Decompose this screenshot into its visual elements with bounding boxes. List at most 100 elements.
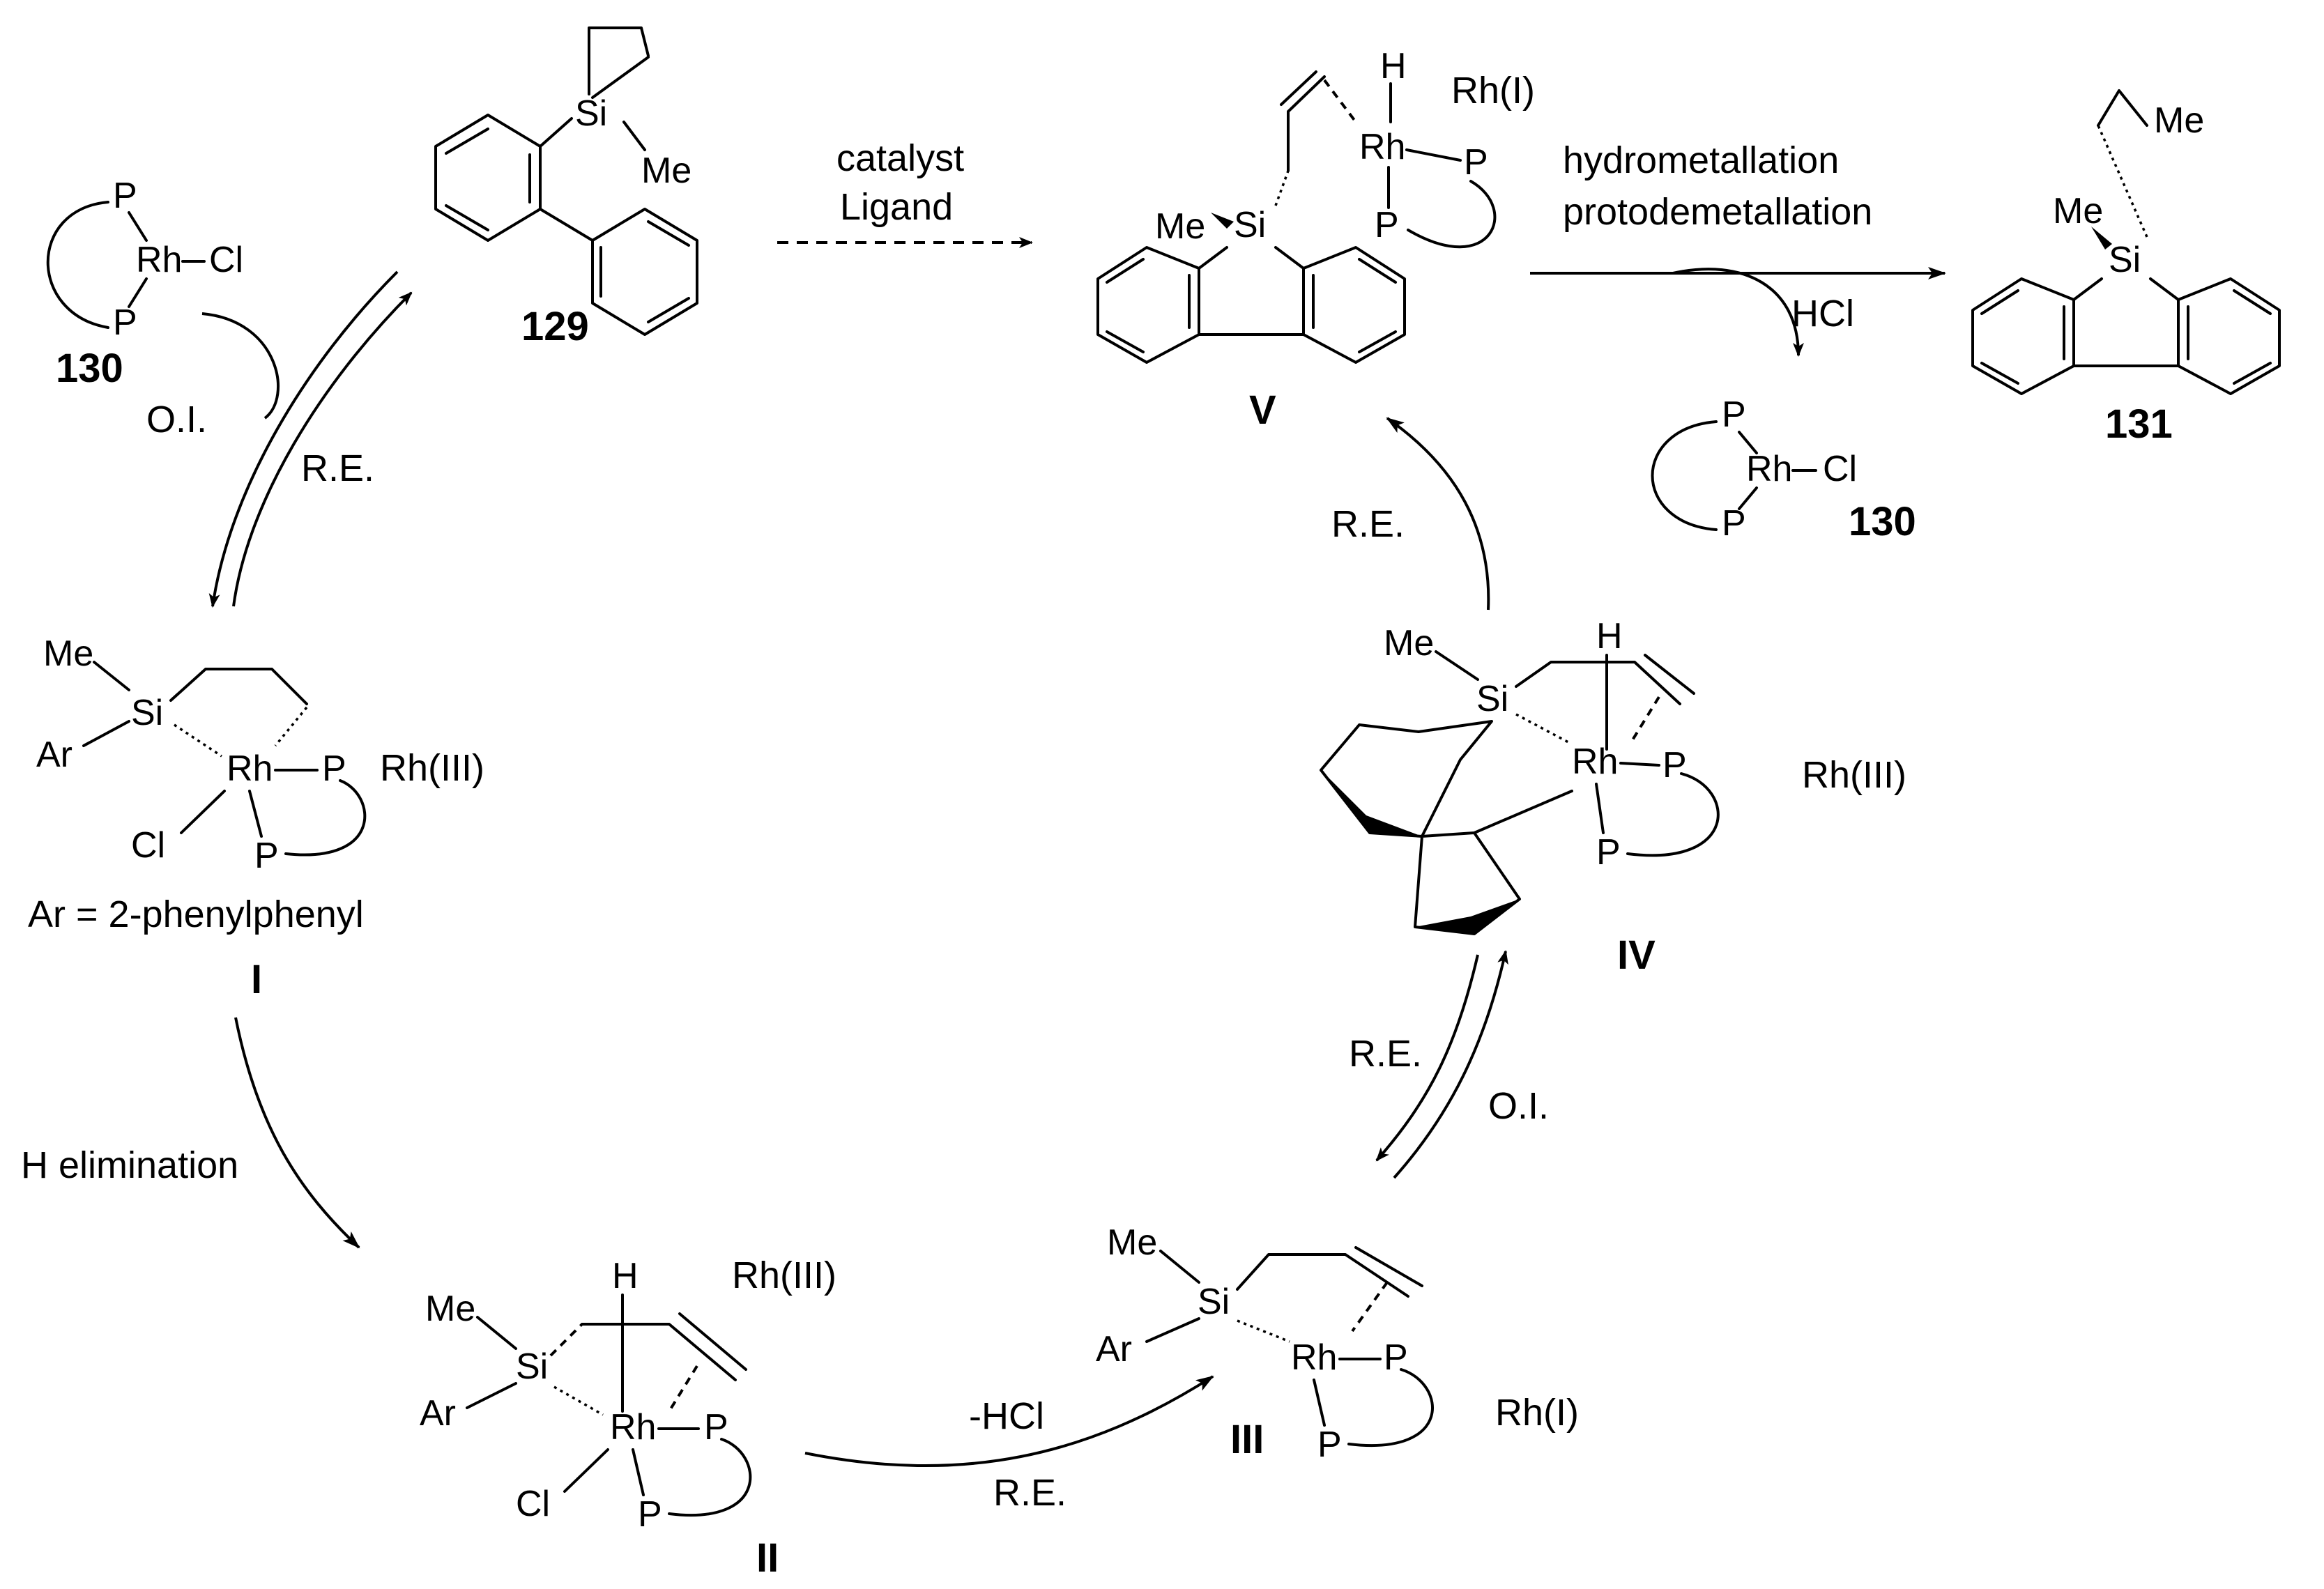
label-re: R.E.: [993, 1472, 1067, 1514]
atom-p: P: [1317, 1425, 1342, 1465]
upper-aryl-ring: [1320, 720, 1493, 838]
label-hydrometallation: hydrometallation: [1563, 139, 1839, 181]
bonds: [1738, 431, 1817, 510]
ligand-backbone: [46, 201, 109, 329]
oxidation-state: Rh(I): [1451, 70, 1535, 112]
bonds: [128, 211, 206, 308]
si-me-bond: [1435, 650, 1479, 681]
arrow-IV-to-V: R.E.: [1331, 417, 1490, 611]
atom-h: H: [1596, 616, 1623, 657]
compound-number: V: [1249, 387, 1276, 433]
label-catalyst: catalyst: [836, 137, 964, 179]
benzene-inner: [445, 128, 531, 231]
ligand-backbone: [284, 779, 367, 857]
atom-me: Me: [425, 1289, 475, 1329]
allyl-chain: [581, 1312, 747, 1381]
si-ch2-dashed: [549, 1323, 583, 1357]
upper-ring-bold-edge: [1321, 770, 1422, 836]
alkene-rh-dashed: [1630, 696, 1660, 744]
left-ring: [1096, 246, 1200, 364]
alkene-rh-dashed: [1351, 1281, 1389, 1333]
atom-h: H: [1380, 46, 1407, 86]
compound-130-right: P Rh Cl P 130: [1651, 394, 1916, 544]
arrow-I-to-II: H elimination: [21, 1017, 360, 1249]
atom-si: Si: [516, 1346, 548, 1387]
curved-arrow: [234, 1017, 360, 1249]
atom-me: Me: [2053, 191, 2103, 231]
atom-p: P: [113, 176, 137, 216]
ethyl-chain: [2097, 89, 2148, 127]
lower-ring-bold-edge: [1415, 899, 1520, 934]
intermediate-II: Me Si Ar H Rh P P Cl Rh(III) II: [420, 1254, 836, 1581]
right-ring: [1302, 246, 1406, 364]
label-re: R.E.: [1331, 503, 1405, 545]
atom-si: Si: [1234, 205, 1266, 245]
compound-131: Me Me Si 131: [1971, 89, 2281, 447]
atom-p: P: [1375, 205, 1399, 245]
si-aryl-bonds: [1198, 246, 1305, 270]
phenyl-ring: [591, 208, 698, 336]
c-rh-hash: [274, 706, 308, 747]
atom-p: P: [1662, 745, 1687, 785]
atom-p: P: [638, 1494, 662, 1535]
atom-si: Si: [1198, 1282, 1230, 1322]
atom-p: P: [1464, 142, 1488, 183]
label-hcl: HCl: [1791, 293, 1854, 335]
hash-bond: [2097, 125, 2148, 238]
atom-p: P: [1722, 503, 1746, 544]
intermediate-IV: Me Si H Rh P P Rh(III) IV: [1320, 616, 1906, 978]
arrow-129-to-V: catalyst Ligand: [777, 137, 1033, 248]
label-re: R.E.: [301, 447, 374, 489]
si-aryl-bonds: [2072, 277, 2180, 301]
intermediate-V: Me Si H Rh P P Rh(I) V: [1096, 46, 1535, 433]
label-protodemetallation: protodemetallation: [1563, 191, 1872, 233]
atom-h: H: [612, 1256, 639, 1296]
atom-rh: Rh: [1746, 449, 1792, 489]
right-ring-inner: [2187, 289, 2272, 385]
atom-ar: Ar: [420, 1393, 456, 1434]
biaryl-bond: [539, 208, 594, 242]
si-substituents: [82, 661, 130, 747]
left-ring: [1971, 277, 2075, 395]
compound-number: 131: [2105, 401, 2173, 447]
oxidation-state: Rh(III): [732, 1254, 836, 1296]
right-ring: [2177, 277, 2281, 395]
si-me-bond: [622, 121, 646, 151]
curved-arrow: [804, 1375, 1214, 1468]
rh-bonds: [1313, 1358, 1382, 1427]
compound-130-left: P Rh Cl P 130: [46, 176, 243, 391]
intermediate-I: Me Si Ar Rh P P Cl Rh(III) Ar = 2-phenyl…: [28, 634, 484, 1002]
rh-bonds: [563, 1427, 700, 1496]
arrow-V-to-131: hydrometallation protodemetallation HCl: [1530, 139, 1946, 357]
curved-arrow-130: [201, 312, 280, 420]
atom-me: Me: [1384, 623, 1434, 663]
hash-bond: [1274, 170, 1290, 206]
atom-cl: Cl: [209, 240, 243, 280]
atom-me: Me: [1107, 1222, 1157, 1263]
si-substituents: [466, 1316, 517, 1409]
atom-rh: Rh: [1291, 1337, 1337, 1378]
phenyl-inner: [599, 220, 690, 323]
benzene-ring: [434, 114, 542, 242]
compound-number: II: [756, 1535, 779, 1581]
atom-cl: Cl: [1823, 449, 1857, 489]
vinyl-rh-coordination: [1323, 79, 1357, 123]
curved-arrow-hcl: [1672, 268, 1804, 357]
allyl-chain: [1236, 1246, 1423, 1298]
si-rh-hash: [1237, 1319, 1290, 1343]
atom-me: Me: [2154, 100, 2204, 141]
label-ligand: Ligand: [840, 186, 953, 228]
compound-129: Si Me 129: [434, 26, 698, 349]
atom-rh: Rh: [1572, 742, 1618, 782]
silacyclobutane: [588, 26, 650, 99]
atom-si: Si: [2109, 240, 2141, 280]
rh-p-bonds: [1387, 148, 1462, 209]
arrow-oxidative-insertion: [208, 270, 399, 608]
wedge-bond: [2091, 227, 2112, 250]
compound-number: III: [1230, 1417, 1264, 1462]
wedge-bond: [1211, 213, 1234, 229]
atom-si: Si: [131, 693, 163, 733]
right-ring-inner: [1312, 258, 1397, 353]
atom-si: Si: [575, 93, 607, 134]
